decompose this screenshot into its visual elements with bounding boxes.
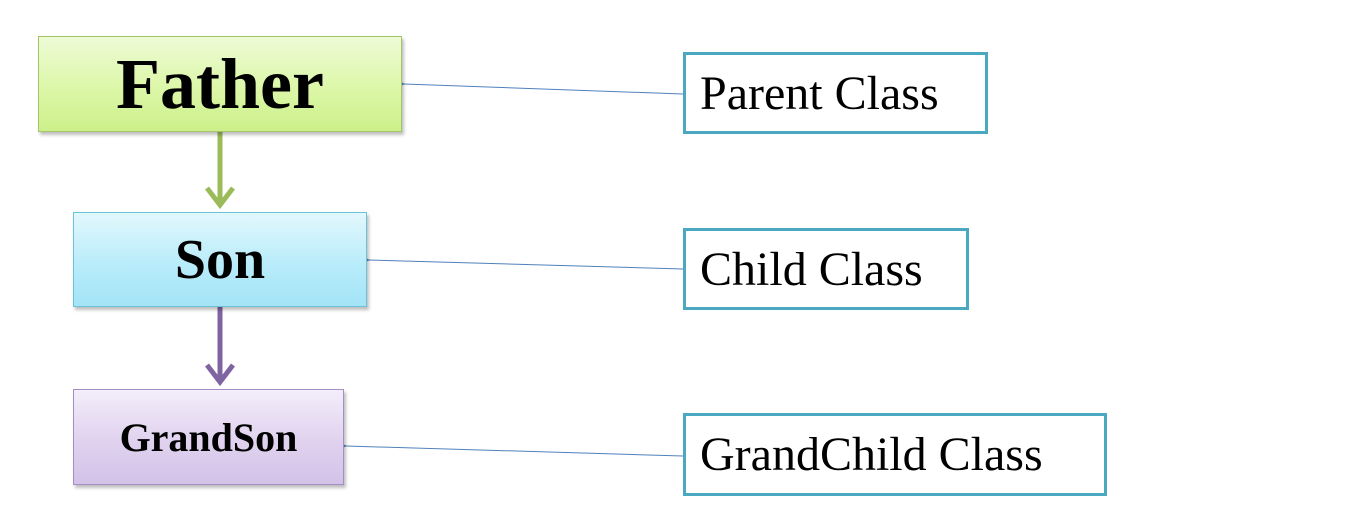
grandson-node: GrandSon [73,389,344,485]
parent-class-text: Parent Class [700,66,939,120]
father-node-label: Father [116,43,324,124]
grandchild-class-text: GrandChild Class [700,428,1043,481]
child-class-label: Child Class [683,228,969,310]
child-pointer-line [369,260,684,270]
child-class-text: Child Class [700,242,923,296]
son-node: Son [73,212,367,307]
grandson-node-label: GrandSon [119,414,298,460]
father-node: Father [38,36,402,132]
parent-pointer-line [404,84,684,95]
father-to-son-arrow [205,132,235,210]
parent-class-label: Parent Class [683,52,988,134]
son-node-label: Son [174,228,266,291]
grandchild-pointer-line [346,446,684,457]
grandchild-class-label: GrandChild Class [683,413,1107,496]
son-to-grandson-arrow [205,307,235,387]
